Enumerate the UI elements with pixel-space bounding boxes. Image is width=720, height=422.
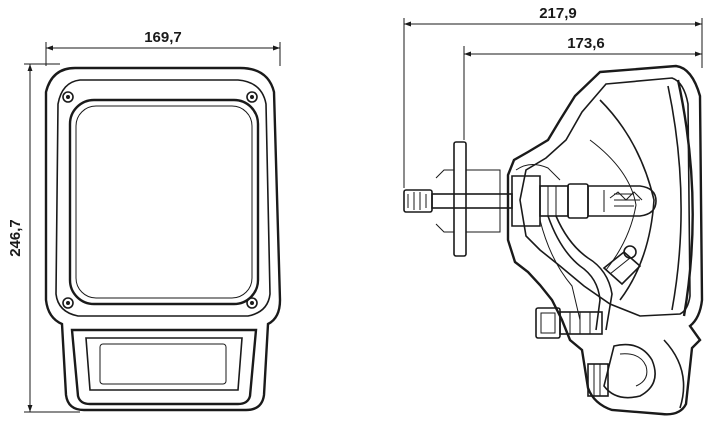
side-front-lens-inner (667, 85, 682, 311)
dimension-front-width: 169,7 (45, 29, 281, 66)
front-height-label: 246,7 (7, 219, 24, 257)
screw-top-left (62, 91, 74, 103)
indicator-bulb (587, 343, 656, 399)
front-width-label: 169,7 (144, 29, 182, 46)
wire-2 (555, 215, 613, 331)
side-total-length-label: 217,9 (539, 5, 577, 22)
position-lamp-holder (602, 245, 642, 286)
bulb-socket (511, 175, 541, 227)
dimension-front-height: 246,7 (7, 63, 80, 413)
side-front-lens (676, 79, 694, 317)
mounting-bolt (403, 141, 513, 257)
screw-bottom-right (246, 297, 258, 309)
wire-3 (539, 219, 581, 321)
front-lens-inner (75, 105, 253, 299)
side-reflector-inner (589, 139, 637, 271)
wire-1 (547, 215, 601, 331)
side-reflector (599, 99, 655, 301)
side-partial-length-label: 173,6 (567, 35, 605, 52)
halogen-bulb (539, 183, 657, 219)
screw-bottom-left (62, 297, 74, 309)
screw-top-right (246, 91, 258, 103)
mounting-flange (453, 141, 467, 257)
socket-clip (515, 164, 561, 181)
dimension-side-partial: 173,6 (463, 35, 702, 140)
front-outer-housing (44, 66, 282, 412)
front-lower-lamp-inner (85, 337, 243, 391)
side-housing-outline (506, 64, 704, 416)
indicator-lens (663, 339, 685, 409)
side-housing-inner (519, 77, 691, 317)
front-inner-bezel (55, 79, 271, 317)
dimension-side-total: 217,9 (403, 5, 703, 188)
front-view (44, 66, 282, 412)
front-lower-lamp (70, 328, 258, 406)
connector-block (535, 307, 603, 339)
front-lower-lamp-lens (99, 343, 227, 385)
side-view (403, 64, 704, 416)
front-lens (68, 98, 260, 306)
